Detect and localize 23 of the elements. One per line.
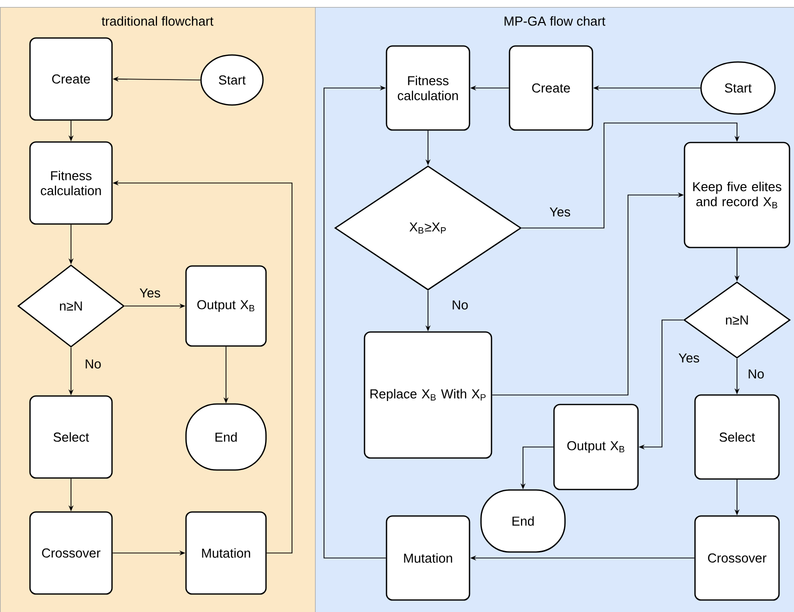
process-box: Crossover (694, 515, 780, 601)
process-box: Create (29, 37, 113, 121)
process-box: Crossover (29, 511, 113, 595)
edge-label: No (450, 299, 470, 311)
process-box: Mutation (386, 515, 470, 601)
edge-label: No (84, 358, 102, 370)
edge-label: No (746, 368, 766, 380)
process-box: Replace X$_{B}$ With X$_{P}$ (364, 331, 492, 459)
panel-title: traditional flowchart (102, 16, 214, 26)
output-box: Output X$_{B}$ (185, 265, 267, 347)
process-box: Select (29, 395, 113, 479)
process-box: Create (508, 45, 594, 131)
process-box: Mutation (185, 511, 267, 595)
process-box: Keep five elites and record X$_{B}$ (684, 142, 790, 248)
panel-title: MP-GA flow chart (504, 16, 606, 26)
arrow (324, 85, 386, 558)
process-box: Fitness calculation (386, 45, 470, 131)
process-box: Select (694, 394, 780, 480)
process-box: Fitness calculation (29, 141, 113, 225)
arrow (521, 122, 740, 228)
output-box: Output X$_{B}$ (553, 404, 639, 490)
end-terminal: End (480, 489, 566, 553)
end-terminal: End (185, 403, 267, 471)
